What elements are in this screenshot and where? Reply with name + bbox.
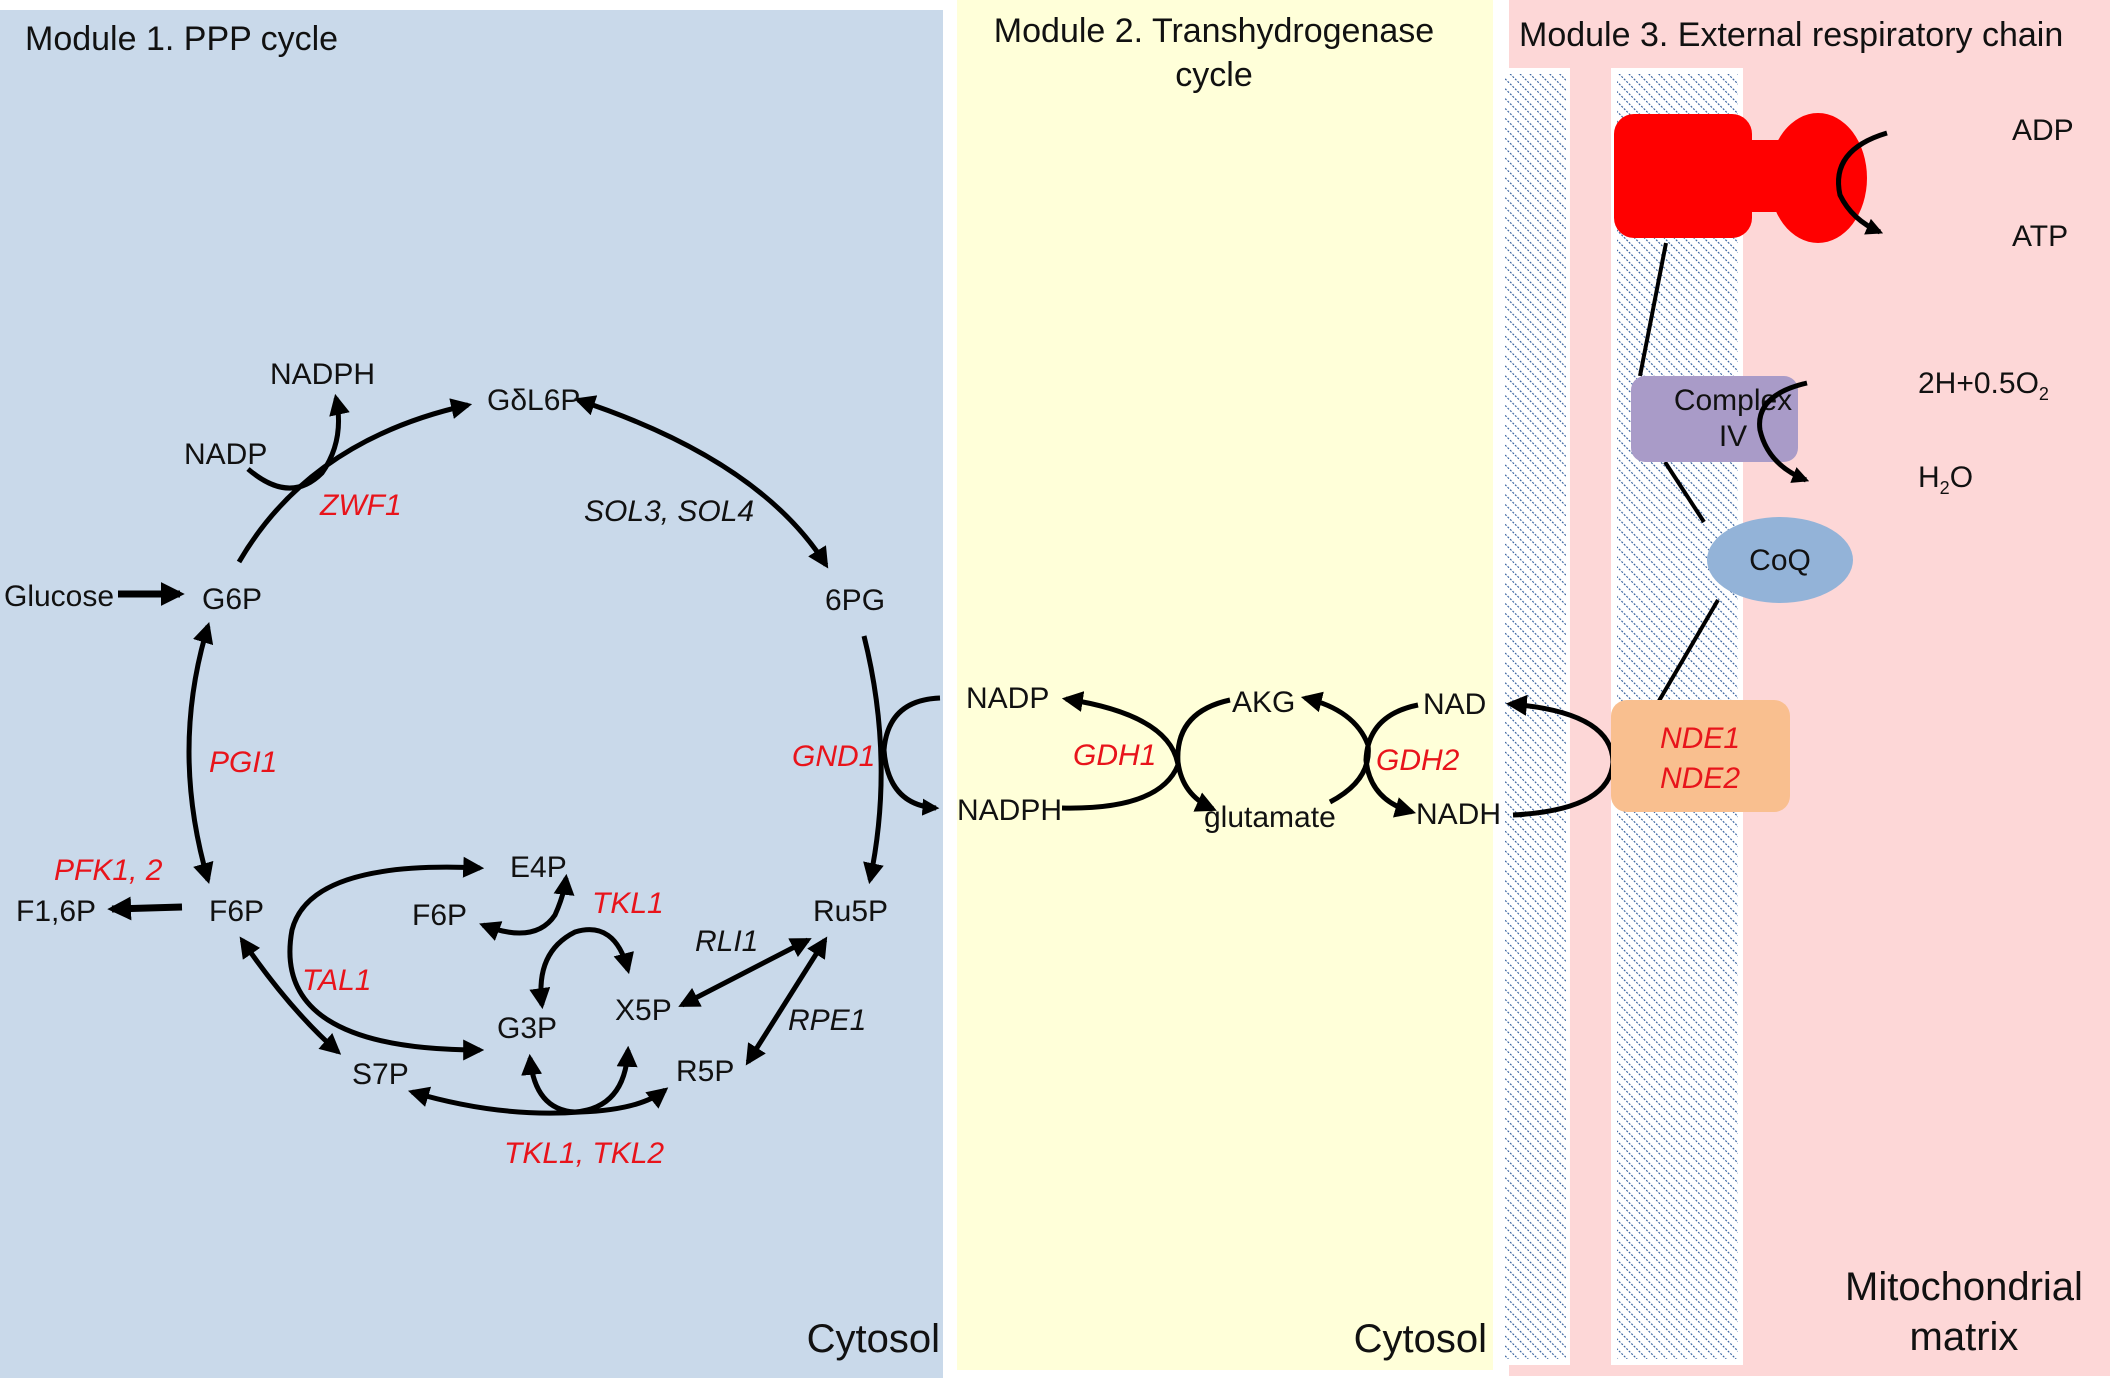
arrow-oxygen-water xyxy=(1757,380,1810,483)
metabolite-s7p: S7P xyxy=(352,1058,409,1091)
arrow-f6p-s7p xyxy=(239,936,342,1055)
module1-arrows xyxy=(107,393,941,1116)
enzyme-gnd1: GND1 xyxy=(792,740,875,773)
line-coq-nde xyxy=(1654,598,1720,708)
module2-title-line1: Module 2. Transhydrogenase xyxy=(994,12,1434,50)
metabolite-g3p: G3P xyxy=(497,1012,557,1045)
metabolite-ru5p: Ru5P xyxy=(813,895,888,928)
enzyme-gdh1: GDH1 xyxy=(1073,739,1156,772)
module2-enzymes: GDH1 GDH2 xyxy=(1073,739,1460,777)
enzyme-pfk: PFK1, 2 xyxy=(54,854,163,887)
module1-metabolites: Glucose G6P NADP NADPH GδL6P 6PG F6P F1,… xyxy=(4,358,888,1091)
metabolite-nadph-m2: NADPH xyxy=(957,794,1062,827)
metabolite-6pg: 6PG xyxy=(825,584,885,617)
module1-region-label: Cytosol xyxy=(807,1317,940,1361)
arrow-gdl6p-6pg xyxy=(574,395,829,569)
enzyme-rli1: RLI1 xyxy=(695,925,758,958)
outer-membrane xyxy=(1499,68,1570,1365)
oxygen-subscript: 2 xyxy=(2039,384,2049,404)
complex-iv: Complex IV xyxy=(1631,376,1798,462)
metabolite-f6p-inner: F6P xyxy=(412,899,467,932)
atp-synthase xyxy=(1614,113,1867,243)
oxygen-main: 2H+0.5O xyxy=(1918,367,2039,400)
arrow-tkl12-g3p-x5p xyxy=(521,1045,638,1115)
metabolite-akg: AKG xyxy=(1232,686,1295,719)
label-water: H2O xyxy=(1918,461,1973,498)
label-atp: ATP xyxy=(2012,220,2068,253)
coq: CoQ xyxy=(1707,517,1853,603)
module1-enzymes: ZWF1 SOL3, SOL4 PGI1 GND1 PFK1, 2 TKL1 R… xyxy=(54,489,875,1170)
module3-region-line2: matrix xyxy=(1910,1315,2019,1359)
arrow-adp-atp xyxy=(1836,130,1888,235)
water-h: H xyxy=(1918,461,1940,494)
metabolite-r5p: R5P xyxy=(676,1055,734,1088)
module3-region-line1: Mitochondrial xyxy=(1845,1265,2083,1309)
arrow-6pg-ru5p xyxy=(861,635,884,885)
module1-panel xyxy=(0,10,943,1378)
nde-enzyme-box: NDE1 NDE2 xyxy=(1611,700,1790,812)
metabolite-nadp-m2: NADP xyxy=(966,682,1049,715)
enzyme-tkl1: TKL1 xyxy=(592,887,664,920)
enzyme-nde2: NDE2 xyxy=(1660,762,1740,795)
enzyme-tkl12: TKL1, TKL2 xyxy=(504,1137,664,1170)
module2-metabolites: NADP NADPH AKG glutamate NAD NADH xyxy=(957,682,1501,834)
enzyme-rpe1: RPE1 xyxy=(788,1004,866,1037)
arrow-nadp-nadph xyxy=(246,393,350,491)
arrow-tkl1-g3p xyxy=(529,927,634,1010)
electron-transfer-lines xyxy=(1638,242,1720,708)
module2-region-label: Cytosol xyxy=(1354,1317,1487,1361)
arrow-f6p-f16p xyxy=(107,896,183,921)
complex-iv-label-line1: Complex xyxy=(1674,384,1792,417)
enzyme-nde1: NDE1 xyxy=(1660,722,1740,755)
arrow-g6p-f6p xyxy=(186,621,214,885)
water-subscript: 2 xyxy=(1940,478,1950,498)
metabolite-gdl6p: GδL6P xyxy=(487,384,580,417)
module3-title: Module 3. External respiratory chain xyxy=(1519,16,2063,54)
arrow-gdh1-akg-glutamate xyxy=(1175,697,1231,812)
module2-title-line2: cycle xyxy=(1175,56,1252,94)
label-oxygen: 2H+0.5O2 xyxy=(1918,367,2049,404)
arrow-gdh2-nad-nadh xyxy=(1363,702,1419,818)
metabolite-nadh: NADH xyxy=(1416,798,1501,831)
label-adp: ADP xyxy=(2012,114,2074,147)
enzyme-sol: SOL3, SOL4 xyxy=(584,495,754,528)
water-o: O xyxy=(1950,461,1973,494)
metabolite-glutamate: glutamate xyxy=(1204,801,1336,834)
coq-label: CoQ xyxy=(1749,544,1811,577)
module2-arrows xyxy=(1061,691,1616,818)
module2-panel xyxy=(957,0,1493,1370)
arrow-tal1-loop xyxy=(287,856,485,1061)
metabolite-nadp: NADP xyxy=(184,438,267,471)
metabolite-nad: NAD xyxy=(1423,688,1486,721)
line-atpsynthase-complexiv xyxy=(1638,242,1668,377)
enzyme-pgi1: PGI1 xyxy=(209,746,277,779)
metabolite-e4p: E4P xyxy=(510,851,567,884)
module1-title: Module 1. PPP cycle xyxy=(25,20,338,58)
arrow-tkl1-f6p xyxy=(479,873,575,941)
arrow-gnd1-cofactor xyxy=(881,695,941,816)
metabolite-g6p: G6P xyxy=(202,583,262,616)
metabolite-x5p: X5P xyxy=(615,994,672,1027)
arrow-r5p-ru5p xyxy=(745,936,828,1066)
enzyme-zwf1: ZWF1 xyxy=(319,489,402,522)
complex-iv-label-line2: IV xyxy=(1719,420,1747,453)
line-complexiv-coq xyxy=(1663,460,1706,524)
enzyme-gdh2: GDH2 xyxy=(1376,744,1460,777)
metabolite-f6p: F6P xyxy=(209,895,264,928)
metabolite-glucose: Glucose xyxy=(4,580,114,613)
enzyme-tal1: TAL1 xyxy=(302,964,371,997)
metabolite-nadph: NADPH xyxy=(270,358,375,391)
arrow-g6p-gdl6p xyxy=(236,398,473,564)
metabolite-f16p: F1,6P xyxy=(16,895,96,928)
